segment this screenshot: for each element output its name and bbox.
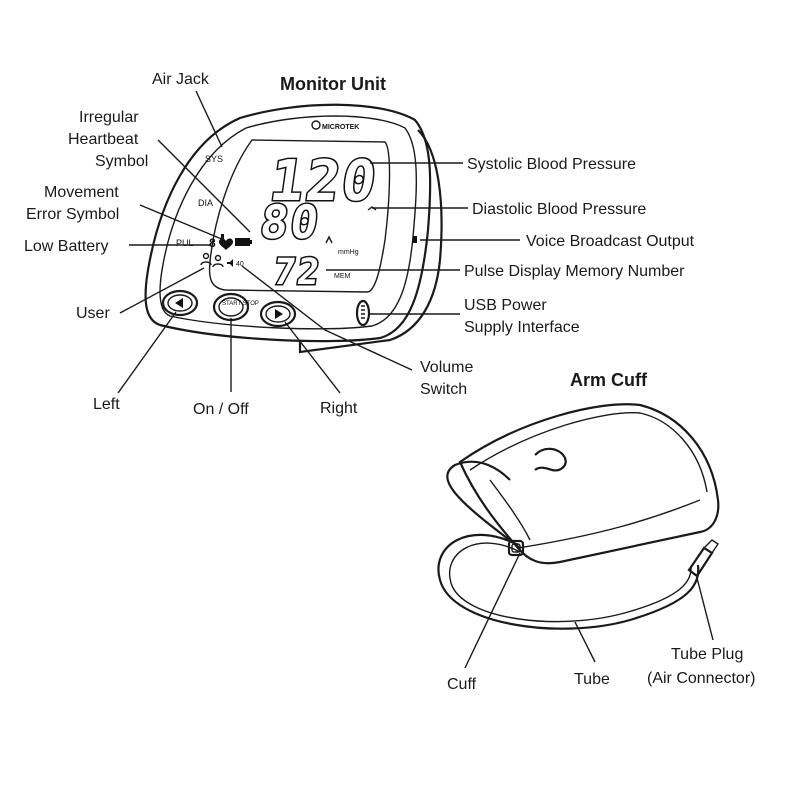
pul-tag: PUL [176, 238, 194, 248]
cuff-title: Arm Cuff [570, 370, 648, 390]
cuff-edge [517, 499, 701, 549]
label-on-off: On / Off [193, 401, 249, 418]
display-pointer [325, 235, 333, 244]
label-user: User [76, 305, 110, 322]
right-line [284, 321, 341, 394]
onoff-button-text: START STOP [222, 301, 259, 307]
cuff-edge-2 [489, 479, 531, 541]
sys-tag: SYS [205, 154, 223, 164]
volume-level: 40 [236, 261, 244, 268]
unit-text: mmHg [338, 249, 359, 256]
label-irregular-2: Heartbeat [68, 131, 139, 148]
label-movement-2: Error Symbol [26, 206, 119, 223]
cuff-fold [469, 412, 708, 493]
label-irregular-3: Symbol [95, 153, 148, 170]
label-tube: Tube [574, 671, 610, 688]
brand-text: MICROTEK [322, 124, 359, 131]
monitor-title: Monitor Unit [280, 74, 386, 94]
usb-port [355, 299, 371, 327]
label-plug-2: (Air Connector) [647, 670, 755, 687]
battery-icon [235, 238, 252, 246]
movement-line [139, 204, 225, 241]
diastolic-reading: 80 [257, 195, 324, 249]
cuff-connector [507, 539, 525, 557]
user-icon [200, 252, 224, 268]
systolic-reading: 120 [266, 149, 382, 214]
cuff-hook [534, 447, 567, 472]
label-volume-2: Switch [420, 381, 467, 398]
label-left: Left [93, 396, 120, 413]
label-usb-1: USB Power [464, 297, 547, 314]
plug-line [696, 577, 714, 641]
label-systolic: Systolic Blood Pressure [467, 156, 636, 173]
left-line [117, 311, 177, 394]
label-movement-1: Movement [44, 184, 119, 201]
tube-plug [687, 539, 719, 578]
air-jack-line [195, 90, 223, 148]
heart-icon [219, 238, 233, 250]
label-volume-1: Volume [420, 359, 473, 376]
tube [437, 533, 700, 630]
label-diastolic: Diastolic Blood Pressure [472, 201, 646, 218]
label-plug-1: Tube Plug [671, 646, 743, 663]
arm-cuff [437, 403, 720, 630]
label-right: Right [320, 400, 358, 417]
pulse-reading: 72 [271, 250, 324, 293]
monitor-body-side [298, 129, 443, 354]
left-arrow-icon [175, 298, 183, 308]
brand-logo: MICROTEK [311, 120, 359, 131]
user-line [119, 267, 205, 314]
tube-line [574, 621, 596, 663]
label-air-jack: Air Jack [152, 71, 210, 88]
monitor-callouts [117, 90, 520, 394]
cuff-line [464, 552, 521, 669]
speaker-icon [227, 259, 233, 267]
right-arrow-icon [275, 309, 283, 319]
memory-tag: MEM [334, 273, 351, 280]
label-low-battery: Low Battery [24, 238, 108, 255]
monitor-body [144, 103, 432, 343]
label-pulse: Pulse Display Memory Number [464, 263, 685, 280]
label-voice: Voice Broadcast Output [526, 233, 695, 250]
monitor-bezel [159, 115, 418, 330]
battery-digit: 8 [209, 236, 216, 250]
cuff-body [458, 403, 720, 565]
cuff-callouts [464, 552, 714, 669]
movement-icon [221, 234, 224, 240]
right-button[interactable] [259, 300, 297, 328]
lcd-screen [208, 139, 391, 293]
label-usb-2: Supply Interface [464, 319, 580, 336]
volume-line [241, 265, 413, 371]
monitor-unit: MICROTEK SYS DIA PUL mmHg MEM 120 80 72 … [144, 103, 443, 354]
label-irregular-1: Irregular [79, 109, 139, 126]
label-cuff: Cuff [447, 676, 477, 693]
onoff-button[interactable]: START STOP [212, 292, 259, 322]
irregular-line [157, 139, 251, 233]
dia-tag: DIA [198, 198, 213, 208]
tube-inner [448, 542, 692, 623]
tube-upper [446, 460, 521, 549]
left-button[interactable] [161, 289, 199, 317]
voice-output-slot [413, 236, 417, 243]
display-tick [367, 206, 377, 211]
